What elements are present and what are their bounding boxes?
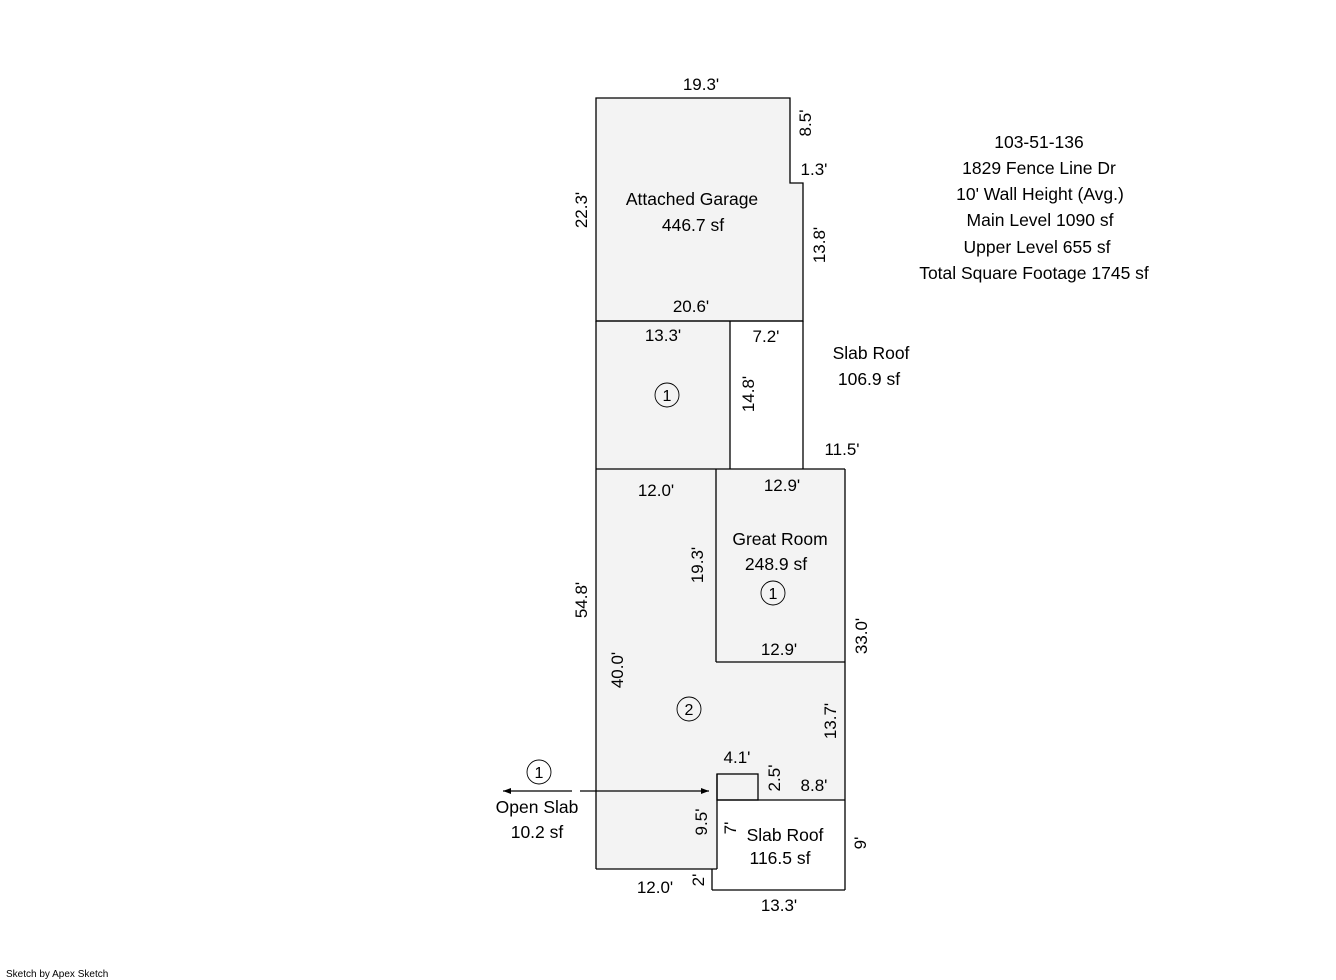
dimension-label: 13.3' bbox=[645, 326, 681, 345]
level-marker-number: 2 bbox=[685, 702, 694, 719]
level-marker-ring bbox=[676, 696, 702, 722]
slab-roof-lower-size: 116.5 sf bbox=[750, 848, 811, 868]
sketch-credit: Sketch by Apex Sketch bbox=[6, 969, 108, 980]
great-room-label: Great Room bbox=[732, 529, 827, 549]
level-1-upper-area bbox=[596, 321, 730, 469]
parcel-number: 103-51-136 bbox=[994, 132, 1084, 152]
level-marker-ring bbox=[760, 580, 786, 606]
dimension-label: 2' bbox=[689, 874, 708, 887]
dimension-label: 40.0' bbox=[608, 652, 627, 688]
open-slab-size: 10.2 sf bbox=[511, 822, 564, 842]
dimension-label: 2.5' bbox=[765, 765, 784, 792]
great-room-area bbox=[716, 469, 845, 662]
garage-label: Attached Garage bbox=[626, 189, 758, 209]
dimension-label: 7.2' bbox=[753, 327, 780, 346]
level-marker-ring bbox=[526, 759, 552, 785]
dimension-label: 4.1' bbox=[724, 748, 751, 767]
slab-roof-lower-label: Slab Roof bbox=[747, 825, 824, 845]
dimension-label: 1.3' bbox=[801, 160, 828, 179]
dimension-label: 12.9' bbox=[761, 640, 797, 659]
dimension-label: 19.3' bbox=[688, 547, 707, 583]
dimension-label: 33.0' bbox=[852, 618, 871, 654]
total-square-footage: Total Square Footage 1745 sf bbox=[919, 263, 1149, 283]
dimension-label: 13.8' bbox=[810, 227, 829, 263]
level-marker-ring bbox=[654, 382, 680, 408]
garage-area bbox=[596, 98, 803, 321]
dimension-label: 19.3' bbox=[683, 75, 719, 94]
dimension-label: 14.8' bbox=[739, 376, 758, 412]
dimension-label: 54.8' bbox=[572, 582, 591, 618]
property-address: 1829 Fence Line Dr bbox=[962, 158, 1116, 178]
level-marker-number: 1 bbox=[535, 765, 544, 782]
wall-height: 10' Wall Height (Avg.) bbox=[956, 184, 1124, 204]
level-2-area bbox=[596, 469, 845, 869]
garage-size: 446.7 sf bbox=[662, 215, 724, 235]
level-marker-number: 1 bbox=[663, 388, 672, 405]
dimension-label: 12.0' bbox=[637, 878, 673, 897]
dimension-label: 13.7' bbox=[821, 703, 840, 739]
dimension-label: 12.9' bbox=[764, 476, 800, 495]
dimension-label: 22.3' bbox=[572, 192, 591, 228]
dimension-label: 12.0' bbox=[638, 481, 674, 500]
dimension-label: 11.5' bbox=[824, 440, 859, 459]
dimension-label: 7' bbox=[721, 822, 740, 835]
great-room-size: 248.9 sf bbox=[745, 554, 807, 574]
main-level-area: Main Level 1090 sf bbox=[967, 210, 1114, 230]
slab-roof-upper-size: 106.9 sf bbox=[838, 369, 900, 389]
upper-level-area: Upper Level 655 sf bbox=[964, 237, 1111, 257]
dimension-label: 13.3' bbox=[761, 896, 797, 915]
open-slab-label: Open Slab bbox=[496, 797, 579, 817]
slab-roof-upper-label: Slab Roof bbox=[833, 343, 910, 363]
dimension-label: 8.8' bbox=[801, 776, 828, 795]
level-marker-number: 1 bbox=[769, 586, 778, 603]
dimension-label: 9' bbox=[851, 837, 870, 850]
dimension-label: 20.6' bbox=[673, 297, 709, 316]
dimension-label: 8.5' bbox=[796, 110, 815, 137]
dimension-label: 9.5' bbox=[692, 809, 711, 836]
